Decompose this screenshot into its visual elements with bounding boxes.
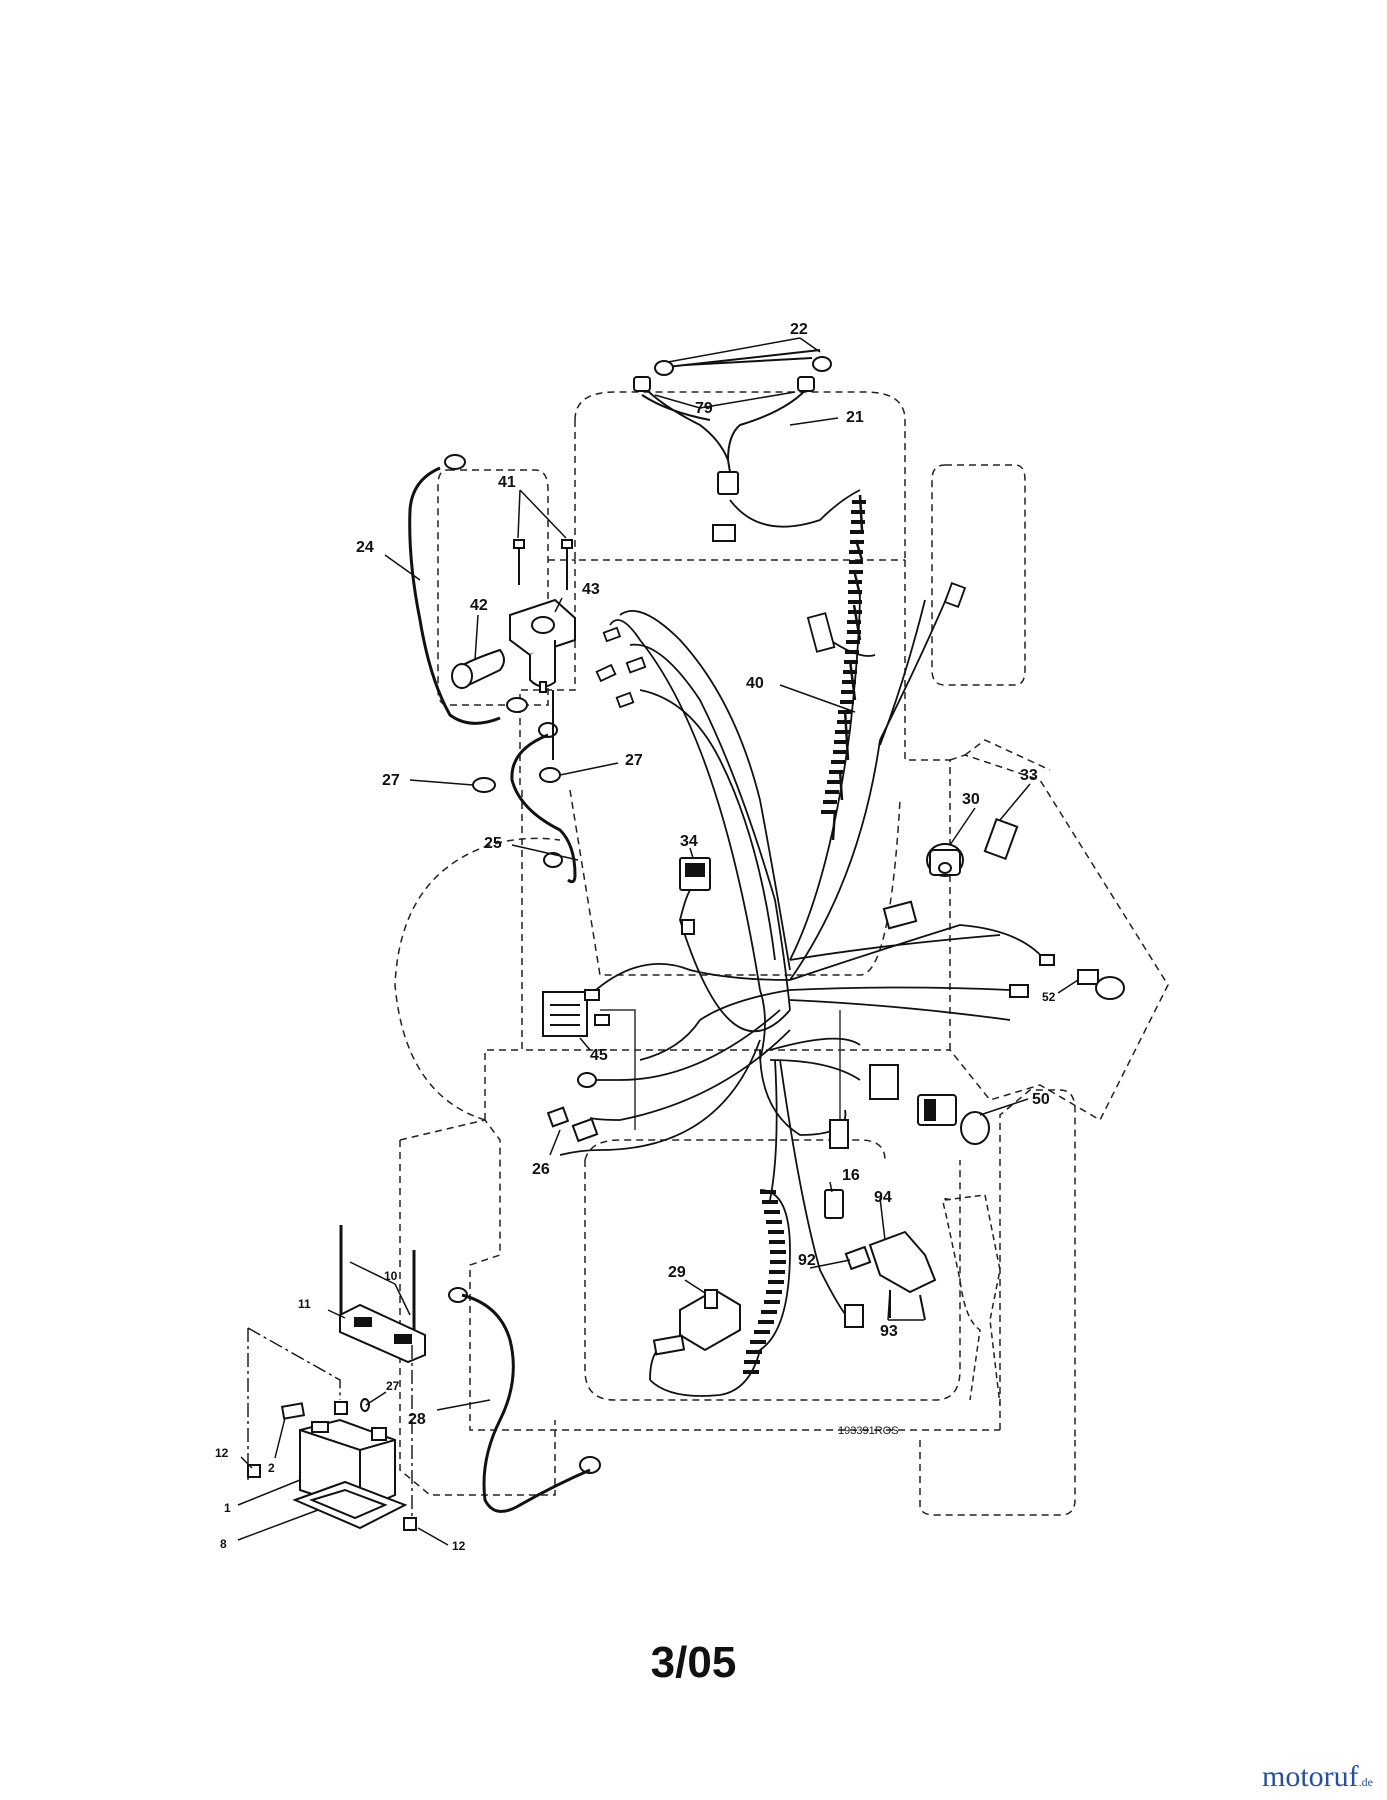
callout-42: 42 <box>470 597 488 614</box>
small-connectors <box>595 582 967 709</box>
headlight-harness <box>641 349 821 473</box>
callout-1: 1 <box>224 1501 231 1515</box>
battery-cable-28 <box>461 1293 591 1513</box>
battery-1 <box>299 1418 396 1512</box>
callout-50: 50 <box>1032 1091 1050 1108</box>
connectors-right <box>829 900 1055 1149</box>
callout-22: 22 <box>790 321 808 338</box>
callout-11: 11 <box>298 1297 311 1311</box>
callout-52: 52 <box>1042 990 1056 1004</box>
callout-27-battery: 27 <box>386 1379 400 1393</box>
terminal-hardware-2 <box>280 1398 370 1420</box>
callout-24: 24 <box>356 539 374 556</box>
coil-sheath-upper <box>831 494 864 841</box>
module-45 <box>542 989 610 1037</box>
ground-cable-25 <box>510 733 577 884</box>
ignition-switch-30 <box>926 843 964 877</box>
callouts: 22 79 21 41 24 42 43 40 27 27 33 30 25 3… <box>215 321 1056 1553</box>
callout-29: 29 <box>668 1264 686 1281</box>
battery-tray-8 <box>292 1480 408 1530</box>
callout-93: 93 <box>880 1323 898 1340</box>
leader-lines <box>237 337 1079 1546</box>
callout-41: 41 <box>498 474 516 491</box>
switch-16 <box>824 1189 844 1219</box>
drawing-code: 193391ROS <box>838 1425 899 1437</box>
bolts-41 <box>513 539 573 760</box>
callout-12-left: 12 <box>215 1446 229 1460</box>
callout-10: 10 <box>384 1269 398 1283</box>
callout-26: 26 <box>532 1161 550 1178</box>
frame-lines <box>600 1009 841 1130</box>
seat-track <box>942 1194 1001 1406</box>
boot-42 <box>451 648 505 690</box>
callout-2: 2 <box>268 1461 275 1475</box>
callout-79: 79 <box>695 400 713 417</box>
battery-cable-24 <box>408 466 501 725</box>
callout-16: 16 <box>842 1167 860 1184</box>
callout-12-right: 12 <box>452 1539 466 1553</box>
brand-name: motoruf <box>1262 1760 1359 1793</box>
callout-27-left: 27 <box>382 772 400 789</box>
hold-down-bracket-11 <box>339 1303 426 1364</box>
callout-40: 40 <box>746 675 764 692</box>
coil-rings-upper <box>821 500 866 814</box>
callout-8: 8 <box>220 1537 227 1551</box>
headlight-bulbs <box>633 356 832 542</box>
switch-29 <box>652 1288 741 1356</box>
brand-suffix: .de <box>1358 1775 1373 1789</box>
callout-92: 92 <box>798 1252 816 1269</box>
pto-switch-50 <box>917 1094 990 1145</box>
page-number: 3/05 <box>650 1638 737 1687</box>
module-33 <box>983 817 1019 861</box>
callout-34: 34 <box>680 833 698 850</box>
callout-28: 28 <box>408 1411 426 1428</box>
connector-92 <box>844 1245 872 1328</box>
callout-45: 45 <box>590 1047 608 1064</box>
callout-30: 30 <box>962 791 980 808</box>
connector-26 <box>546 1106 599 1143</box>
hold-down-bolts-10 <box>339 1225 416 1335</box>
brand-watermark: motoruf.de <box>1262 1760 1373 1794</box>
callout-94: 94 <box>874 1189 892 1206</box>
ring-terminals <box>444 454 601 1474</box>
callout-33: 33 <box>1020 767 1038 784</box>
switch-34 <box>679 857 711 935</box>
coil-rings-lower <box>743 1190 786 1374</box>
solenoid-43 <box>509 598 576 693</box>
tractor-outline <box>394 391 1169 1516</box>
callout-21: 21 <box>846 409 864 426</box>
callout-27-right: 27 <box>625 752 643 769</box>
seat-switch-94 <box>868 1230 937 1321</box>
nuts-27 <box>472 767 561 793</box>
callout-43: 43 <box>582 581 600 598</box>
battery-frame-lines <box>247 1327 413 1520</box>
lamp-52 <box>1077 969 1125 1000</box>
callout-25: 25 <box>484 835 502 852</box>
